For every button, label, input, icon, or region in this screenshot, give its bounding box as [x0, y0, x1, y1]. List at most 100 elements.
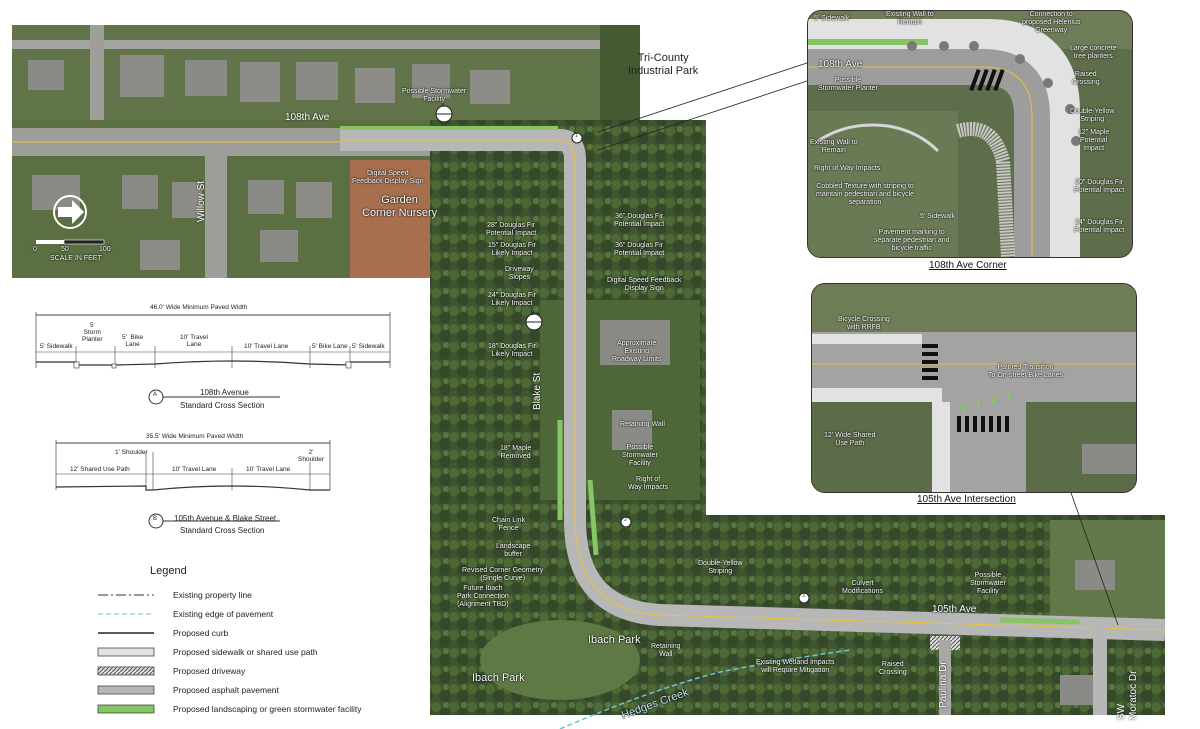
tri-county-label: Tri-County Industrial Park [628, 52, 699, 77]
street-label-paulina: Paulina Dr [938, 661, 949, 708]
annotation-fir-24: 24" Douglas Fir Likely Impact [488, 292, 537, 308]
cross-section-b-drawing [55, 440, 331, 529]
annotation-fir-18: 18" Douglas Fir Likely Impact [488, 343, 537, 359]
xs-a-marker: A [153, 392, 158, 398]
annotation-possible-storm-2: Possible Stormwater Facility [622, 444, 658, 468]
ibach-park-label-1: Ibach Park [588, 634, 641, 646]
ibach-park-label-2: Ibach Park [472, 672, 525, 684]
callout-line-bottom [597, 79, 811, 151]
legend-item-sidewalk: Proposed sidewalk or shared use path [98, 647, 418, 661]
xs-a-seg-3: 5' Bike Lane [122, 334, 144, 348]
section-marker-a-icon [435, 105, 453, 123]
legend-label: Proposed landscaping or green stormwater… [173, 704, 362, 714]
xs-b-seg-3: 10' Travel Lane [246, 466, 291, 473]
corner-label-double-yellow: Double-Yellow Striping [1070, 108, 1115, 124]
annotation-chain-link: Chain Link Fence [492, 517, 526, 533]
corner-label-connection: Connection to proposed Helenius Greenway [1022, 11, 1081, 35]
annotation-maple-removed: 18" Maple Removed [500, 445, 532, 461]
scale-text: SCALE IN FEET [50, 255, 102, 262]
corner-label-planters: Large concrete tree planters [1070, 45, 1117, 61]
intersection-label-bike-crossing: Bicycle Crossing with RRFB [838, 316, 890, 332]
scale-label-0: 0 [33, 246, 37, 253]
legend-item-property-line: Existing property line [98, 590, 418, 604]
annotation-raised-crossing: Raised Crossing [879, 661, 907, 677]
corner-label-existing-wall: Existing Wall to Remain [810, 139, 858, 155]
corner-label-fir-24: 24" Douglas Fir Potential Impact [1074, 219, 1125, 235]
xs-a-seg-4: 10' Travel Lane [180, 334, 208, 348]
street-label-blake: Blake St [532, 372, 543, 410]
xs-b-marker: B [153, 516, 158, 522]
marker-label-1: 1 [575, 133, 578, 139]
corner-label-existing-wall-top: Existing Wall to Remain [886, 11, 934, 27]
legend-label: Proposed curb [173, 628, 229, 638]
street-label-willow: Willow St [196, 180, 207, 222]
intersection-detail-panel: Bicycle Crossing with RRFB Painted Trans… [811, 283, 1137, 493]
marker-label-b: B [531, 311, 535, 317]
legend-symbols [97, 594, 155, 714]
annotation-possible-stormwater: Possible Stormwater Facility [402, 88, 467, 104]
legend-label: Proposed driveway [173, 666, 246, 676]
xs-a-seg-2: 5' Storm Planter [82, 322, 103, 343]
corner-label-possible-planter: Possible Stormwater Planter [818, 77, 878, 93]
marker-label-a: A [441, 103, 445, 109]
street-label-105th: 105th Ave [932, 604, 977, 615]
annotation-fir-28: 28" Douglas Fir Potential Impact [486, 222, 537, 238]
xs-a-total-width: 46.0' Wide Minimum Paved Width [150, 304, 248, 311]
annotation-row-impacts: Right of Way Impacts [628, 476, 669, 492]
legend-item-driveway: Proposed driveway [98, 666, 418, 680]
proposed-roadway [340, 126, 1166, 715]
xs-b-title: 105th Avenue & Blake Street [174, 514, 277, 523]
annotation-landscape-buffer: Landscape buffer [496, 543, 531, 559]
xs-a-seg-6: 5' Bike Lane [312, 343, 348, 350]
corner-detail-panel: 108th Ave 5' Sidewalk Existing Wall to R… [807, 10, 1133, 258]
xs-a-seg-1: 5' Sidewalk [40, 343, 73, 350]
legend-item-landscaping: Proposed landscaping or green stormwater… [98, 704, 418, 718]
xs-b-shoulder-1: 1' Shoulder [115, 449, 148, 456]
xs-b-total-width: 35.5' Wide Minimum Paved Width [146, 433, 244, 440]
corner-detail-drawing [808, 11, 1132, 257]
legend-label: Existing edge of pavement [173, 609, 274, 619]
annotation-culvert: Culvert Modifications [842, 580, 883, 596]
annotation-approx-limits: Approximate Existing Roadway Limits [612, 340, 662, 364]
xs-b-subtitle: Standard Cross Section [180, 526, 265, 535]
southern-aerial-area [430, 120, 1165, 715]
annotation-fir-36b: 36" Douglas Fir Potential Impact [614, 242, 665, 258]
legend-label: Proposed sidewalk or shared use path [173, 647, 318, 657]
street-label-sw-moratoc: SW Moratoc Dr [1116, 670, 1139, 720]
annotation-retaining-wall-2: Retaining Wall [651, 643, 681, 659]
annotation-future-ibach: Future Ibach Park Connection (Alignment … [457, 585, 509, 609]
annotation-fir-15: 15" Douglas Fir Likely Impact [488, 242, 537, 258]
corner-label-raised-crossing: Raised Crossing [1072, 71, 1100, 87]
legend-label: Existing property line [173, 590, 252, 600]
hedges-creek-line [559, 649, 851, 729]
annotation-driveway: Driveway Slopes [505, 266, 534, 282]
corner-label-sidewalk-5: 5' Sidewalk [814, 15, 850, 22]
intersection-label-painted-transition: Painted Transition To On-street Bike Lan… [988, 364, 1064, 380]
xs-b-seg-2: 10' Travel Lane [172, 466, 217, 473]
scale-label-100: 100 [99, 246, 111, 253]
corner-label-maple-12: 12" Maple Potential Impact [1078, 129, 1110, 153]
xs-b-shoulder-2: 2' Shoulder [298, 449, 325, 463]
annotation-digital-speed-2: Digital Speed Feedback Display Sign [607, 277, 682, 293]
white-panel-bg [0, 280, 428, 729]
callout-line-top [597, 61, 811, 133]
corner-label-pavement-marking: Pavement marking to separate pedestrian … [874, 229, 950, 253]
annotation-retaining-wall-1: Retaining Wall [620, 421, 665, 428]
garden-nursery-label: Garden Corner Nursery [362, 194, 438, 219]
corner-panel-title: 108th Ave Corner [929, 260, 1007, 271]
marker-label-3: 3 [802, 593, 805, 599]
legend-label: Proposed asphalt pavement [173, 685, 279, 695]
scale-label-50: 50 [61, 246, 69, 253]
xs-a-title: 108th Avenue [200, 388, 249, 397]
xs-a-seg-7: 5' Sidewalk [352, 343, 385, 350]
cross-section-a-drawing [35, 312, 391, 405]
corner-label-sidewalk-5b: 5' Sidewalk [920, 213, 956, 220]
annotation-fir-36a: 36" Douglas Fir Potential Impact [614, 213, 665, 229]
legend-item-edge-pavement: Existing edge of pavement [98, 609, 418, 623]
corner-street-label: 108th Ave [818, 59, 863, 70]
callout-line-intersection [1069, 489, 1119, 626]
annotation-digital-speed-1: Digital Speed Feedback Display Sign [352, 170, 424, 186]
street-label-108th: 108th Ave [285, 112, 330, 123]
scale-bar [36, 239, 105, 245]
